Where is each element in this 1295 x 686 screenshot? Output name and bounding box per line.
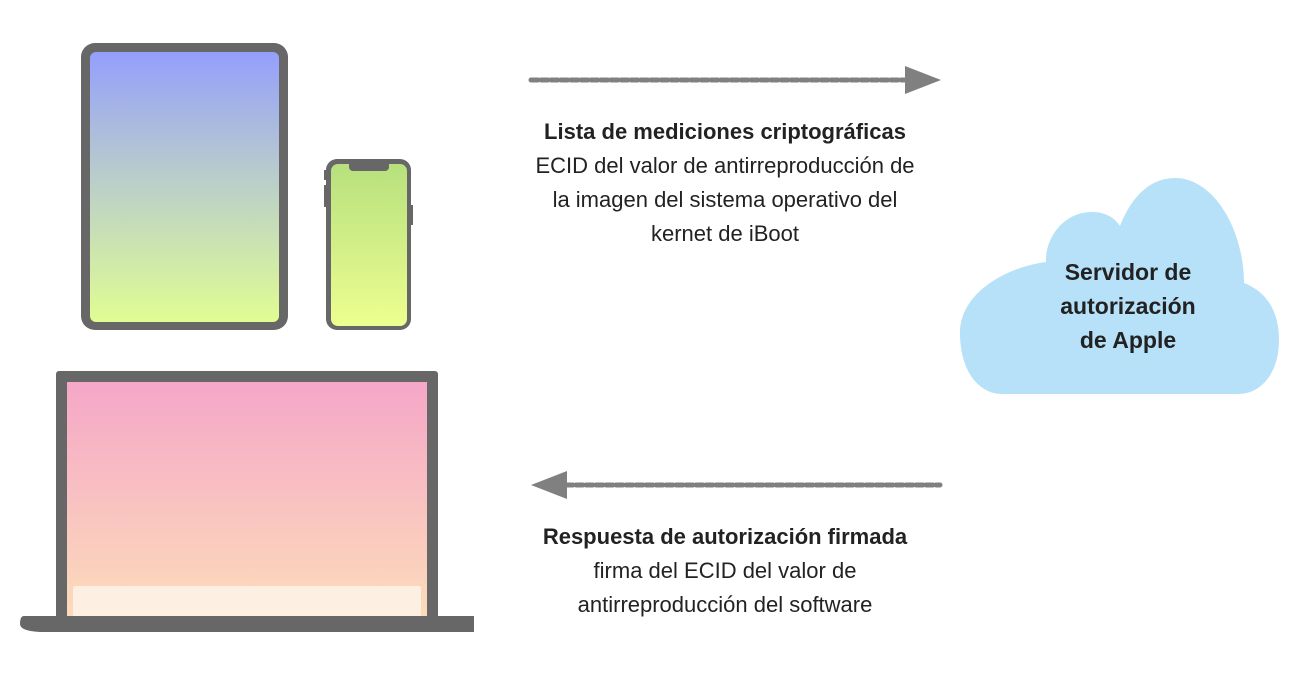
iphone-icon	[324, 159, 413, 330]
response-title: Respuesta de autorización firmada	[543, 524, 908, 549]
macbook-icon	[20, 371, 474, 632]
server-label: de Apple	[1080, 327, 1176, 353]
response-line: antirreproducción del software	[578, 592, 873, 617]
ipad-icon	[81, 43, 288, 330]
server-label: Servidor de	[1065, 259, 1192, 285]
response-line: firma del ECID del valor de	[594, 558, 857, 583]
request-line: la imagen del sistema operativo del	[553, 187, 898, 212]
request-line: ECID del valor de antirreproducción de	[535, 153, 914, 178]
response-arrow	[531, 471, 943, 499]
server-label: autorización	[1060, 293, 1195, 319]
request-arrow	[528, 66, 941, 94]
request-line: kernet de iBoot	[651, 221, 799, 246]
cloud-icon	[960, 178, 1279, 394]
request-title: Lista de mediciones criptográficas	[544, 119, 906, 144]
